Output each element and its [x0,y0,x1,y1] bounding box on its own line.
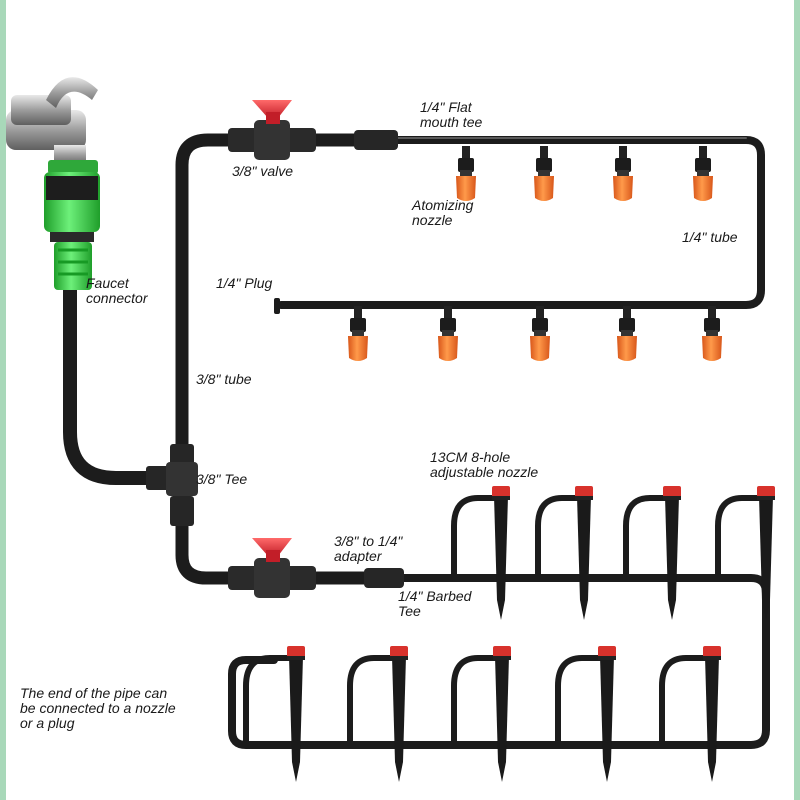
diagram-stage: Faucet connector 3/8" valve 1/4" Flat mo… [6,0,794,800]
atomizing-nozzle-icon [702,306,722,361]
plug-icon [274,298,280,314]
label-adapter: 3/8" to 1/4" adapter [334,533,403,564]
adjustable-nozzle-stake-icon [451,486,510,620]
adjustable-nozzle-stake-icon [555,646,616,782]
adjustable-nozzle-stake-icon [347,646,408,782]
label-three-eighths-tee: 3/8" Tee [196,471,248,487]
adjustable-nozzle-stake-icon [659,646,721,782]
adjustable-nozzle-stake-icon [715,486,775,620]
atomizing-nozzle-icon [438,306,458,361]
atomizing-nozzle-icon [617,306,637,361]
irrigation-diagram [6,77,775,782]
tee-icon [146,444,198,526]
label-adjustable-nozzle: 13CM 8-hole adjustable nozzle [430,449,539,480]
atomizing-nozzle-row-top [456,146,713,201]
valve-icon [228,538,316,598]
adapter-icon [354,130,404,588]
label-faucet-connector: Faucet connector [86,275,148,306]
atomizing-nozzle-row-bottom [348,306,722,361]
adjustable-nozzle-stakes-lower [243,646,721,782]
atomizing-nozzle-icon [348,306,368,361]
atomizing-nozzle-icon [530,306,550,361]
faucet-connector-icon [44,160,100,290]
faucet-icon [6,77,98,165]
pipe-network [63,133,770,749]
atomizing-nozzle-icon [456,146,476,201]
label-quarter-tube: 1/4" tube [682,229,738,245]
adjustable-nozzle-stakes-upper [451,486,775,620]
adjustable-nozzle-stake-icon [451,646,511,782]
adjustable-nozzle-stake-icon [243,646,305,782]
label-pipe-end-note: The end of the pipe can be connected to … [20,685,176,731]
valve-icon [228,100,316,160]
label-atomizing-nozzle: Atomizing nozzle [412,197,474,228]
label-barbed-tee: 1/4" Barbed Tee [398,588,472,619]
label-valve-top: 3/8" valve [232,163,294,179]
label-flat-mouth-tee: 1/4" Flat mouth tee [420,99,483,130]
atomizing-nozzle-icon [613,146,633,201]
atomizing-nozzle-icon [534,146,554,201]
adjustable-nozzle-stake-icon [623,486,681,620]
label-plug: 1/4" Plug [216,275,273,291]
label-three-eighths-tube: 3/8" tube [196,371,252,387]
atomizing-nozzle-icon [693,146,713,201]
adjustable-nozzle-stake-icon [535,486,593,620]
